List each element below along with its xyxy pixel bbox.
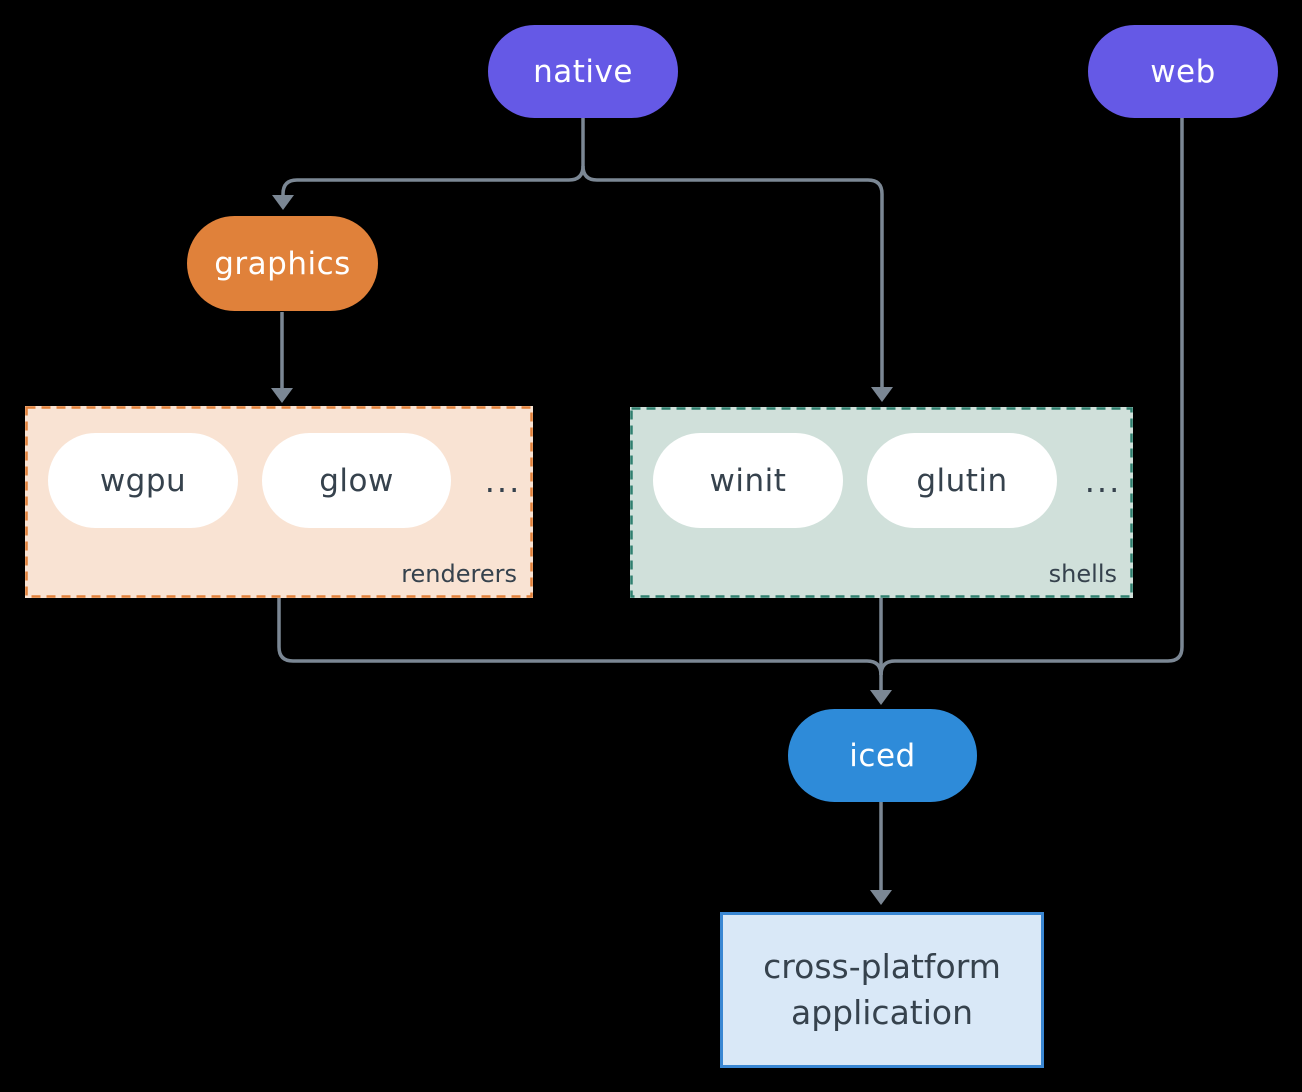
arrowhead-graphics — [272, 195, 294, 210]
node-cross-platform-application: cross-platform application — [720, 912, 1044, 1068]
node-glutin-label: glutin — [916, 462, 1008, 499]
node-graphics-label: graphics — [214, 245, 351, 282]
node-web: web — [1088, 25, 1278, 118]
node-graphics: graphics — [187, 216, 378, 311]
shells-ellipsis: ... — [1084, 461, 1122, 500]
application-label-line2: application — [790, 993, 974, 1032]
node-web-label: web — [1150, 53, 1216, 90]
node-glow-label: glow — [319, 462, 394, 499]
arrowhead-iced — [870, 690, 892, 705]
shells-group-label: shells — [1048, 560, 1117, 588]
renderers-dashed-border — [25, 406, 533, 598]
group-shells: winit glutin ... shells — [630, 407, 1133, 598]
edge-native-shells — [581, 165, 884, 388]
node-native-label: native — [533, 53, 633, 90]
node-iced: iced — [788, 709, 977, 802]
renderers-group-label: renderers — [401, 560, 517, 588]
group-renderers: wgpu glow ... renderers — [25, 406, 533, 598]
shells-dashed-border — [630, 407, 1133, 598]
edge-native-graphics — [281, 165, 585, 197]
node-winit-label: winit — [709, 462, 787, 499]
node-iced-label: iced — [849, 737, 916, 774]
edge-renderers-merge — [277, 598, 883, 676]
application-label-line1: cross-platform — [763, 947, 1001, 986]
node-wgpu: wgpu — [48, 433, 238, 528]
renderers-ellipsis: ... — [484, 461, 522, 500]
node-glutin: glutin — [867, 433, 1057, 528]
arrowhead-shells — [871, 387, 893, 402]
node-glow: glow — [262, 433, 451, 528]
arrowhead-renderers — [271, 388, 293, 403]
arrowhead-application — [870, 890, 892, 905]
node-winit: winit — [653, 433, 843, 528]
node-wgpu-label: wgpu — [99, 462, 187, 499]
node-native: native — [488, 25, 678, 118]
